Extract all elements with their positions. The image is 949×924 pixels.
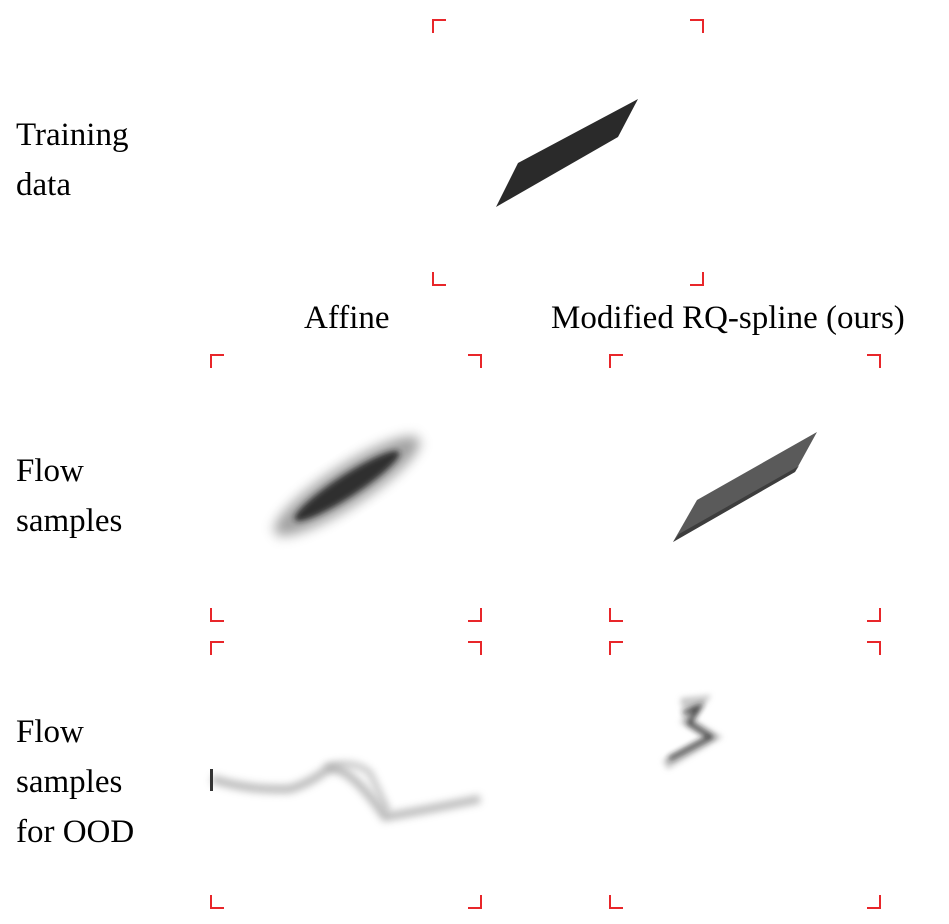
affine-density-core xyxy=(294,450,400,522)
panel-corner-marks xyxy=(210,354,482,622)
row-label-line: for OOD xyxy=(16,814,135,850)
row-label-line: Flow xyxy=(16,714,84,750)
rq-spline-density xyxy=(673,432,817,542)
column-title-rq-spline: Modified RQ-spline (ours) xyxy=(551,300,905,336)
affine-ood-density-core xyxy=(324,761,391,813)
row-label-line: Training xyxy=(16,117,129,153)
panel-corner-marks xyxy=(609,354,881,622)
rq-spline-ood-density-core xyxy=(668,703,715,761)
row-label-line: data xyxy=(16,167,71,203)
panel-corner-marks xyxy=(210,641,482,909)
row-label-flow-samples-ood: Flow samples for OOD xyxy=(16,707,134,857)
training-data-plot xyxy=(432,19,704,286)
panel-corner-marks xyxy=(432,19,704,286)
row-label-line: samples xyxy=(16,764,123,800)
affine-ood-samples-plot xyxy=(210,641,482,909)
panel-rq-spline-flow-samples xyxy=(609,354,881,622)
panel-training-data xyxy=(432,19,704,286)
row-label-training-data: Training data xyxy=(16,110,128,210)
row-label-line: samples xyxy=(16,503,123,539)
rq-spline-density-edge xyxy=(673,466,799,542)
affine-flow-samples-plot xyxy=(210,354,482,622)
panel-affine-flow-samples xyxy=(210,354,482,622)
rq-spline-ood-samples-plot xyxy=(609,641,881,909)
training-data-density xyxy=(496,99,638,207)
panel-corner-marks xyxy=(609,641,881,909)
rq-spline-flow-samples-plot xyxy=(609,354,881,622)
panel-affine-ood-samples xyxy=(210,641,482,909)
row-label-line: Flow xyxy=(16,453,84,489)
affine-ood-edge xyxy=(210,769,213,791)
affine-ood-density xyxy=(210,765,481,822)
panel-rq-spline-ood-samples xyxy=(609,641,881,909)
row-label-flow-samples: Flow samples xyxy=(16,446,122,546)
column-title-affine: Affine xyxy=(304,300,390,336)
